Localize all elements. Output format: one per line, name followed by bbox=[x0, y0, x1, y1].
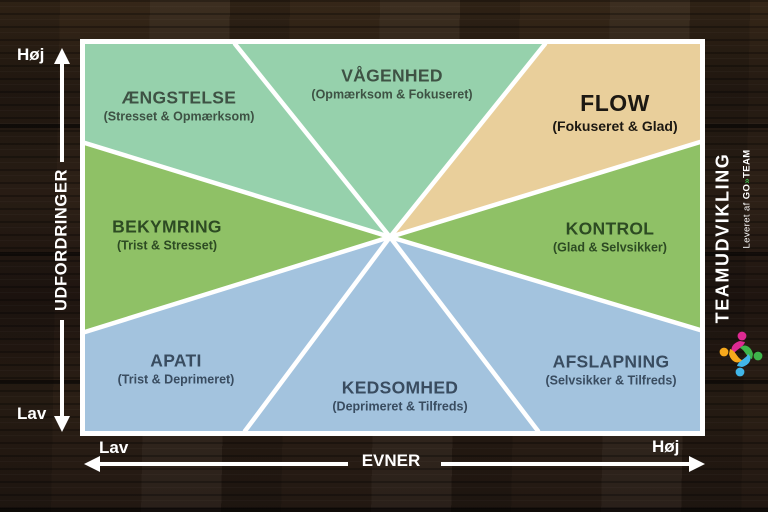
sector-subtitle: (Deprimeret & Tilfreds) bbox=[332, 399, 468, 414]
sector-label-kedsomhed: KEDSOMHED (Deprimeret & Tilfreds) bbox=[332, 377, 467, 415]
sector-title: KONTROL bbox=[565, 218, 655, 239]
brand-tagline-prefix: Leveret af bbox=[741, 202, 753, 249]
sector-region-afslapning bbox=[390, 237, 700, 431]
y-axis-high-label: Høj bbox=[17, 45, 45, 64]
x-axis-right-arrow-icon bbox=[441, 455, 705, 473]
sector-dividers bbox=[85, 44, 700, 431]
sector-subtitle: (Glad & Selvsikker) bbox=[553, 240, 667, 255]
sector-label-bekymring: BEKYMRING (Trist & Stresset) bbox=[112, 216, 222, 254]
sector-subtitle: (Trist & Deprimeret) bbox=[117, 372, 235, 387]
brand-tagline: Leveret af GO»TEAM bbox=[742, 149, 753, 248]
sector-title: AFSLAPNING bbox=[552, 351, 670, 372]
brand-tagline-team: TEAM bbox=[741, 149, 753, 178]
x-axis-title: EVNER bbox=[361, 451, 421, 470]
x-axis-high-label: Høj bbox=[652, 437, 680, 456]
sector-subtitle: (Stresset & Opmærksom) bbox=[103, 109, 255, 124]
sector-region-vaagenhed bbox=[235, 44, 545, 237]
sector-label-aengstelse: ÆNGSTELSE (Stresset & Opmærksom) bbox=[104, 87, 255, 125]
sector-title: FLOW bbox=[580, 89, 650, 116]
sector-region-kedsomhed bbox=[245, 237, 538, 431]
y-axis-low-label: Lav bbox=[17, 404, 47, 423]
sector-region-flow bbox=[390, 44, 700, 237]
sector-title: VÅGENHED bbox=[341, 65, 443, 86]
double-chevron-icon: » bbox=[741, 177, 753, 184]
sector-region-apati bbox=[85, 237, 390, 431]
brand-name: TEAMUDVIKLING bbox=[712, 152, 733, 324]
y-axis-up-arrow-icon bbox=[53, 48, 71, 162]
x-axis-low-label: Lav bbox=[99, 438, 129, 457]
sector-region-aengstelse bbox=[85, 44, 390, 237]
sector-label-afslapning: AFSLAPNING (Selvsikker & Tilfreds) bbox=[545, 351, 676, 389]
sector-subtitle: (Fokuseret & Glad) bbox=[552, 117, 678, 134]
sector-label-flow: FLOW (Fokuseret & Glad) bbox=[552, 89, 677, 135]
sector-label-vaagenhed: VÅGENHED (Opmærksom & Fokuseret) bbox=[311, 65, 472, 103]
sector-title: ÆNGSTELSE bbox=[121, 87, 237, 108]
brand-tagline-go: GO bbox=[741, 183, 753, 200]
sector-subtitle: (Selvsikker & Tilfreds) bbox=[545, 373, 677, 388]
sector-label-kontrol: KONTROL (Glad & Selvsikker) bbox=[553, 218, 667, 256]
sector-title: APATI bbox=[150, 350, 202, 371]
sector-subtitle: (Opmærksom & Fokuseret) bbox=[311, 87, 473, 102]
goteam-pinwheel-logo-icon bbox=[717, 329, 763, 384]
sector-title: KEDSOMHED bbox=[341, 377, 459, 398]
sector-region-kontrol bbox=[390, 142, 700, 330]
sector-label-apati: APATI (Trist & Deprimeret) bbox=[118, 350, 235, 388]
flow-model-diagram: ÆNGSTELSE (Stresset & Opmærksom) VÅGENHE… bbox=[80, 39, 705, 436]
x-axis-left-arrow-icon bbox=[84, 455, 348, 473]
y-axis-title: UDFORDRINGER bbox=[52, 169, 71, 311]
sector-region-bekymring bbox=[85, 143, 390, 332]
sector-wedges bbox=[85, 44, 700, 431]
y-axis-down-arrow-icon bbox=[53, 320, 71, 432]
sector-subtitle: (Trist & Stresset) bbox=[116, 238, 218, 253]
sector-title: BEKYMRING bbox=[112, 216, 222, 237]
